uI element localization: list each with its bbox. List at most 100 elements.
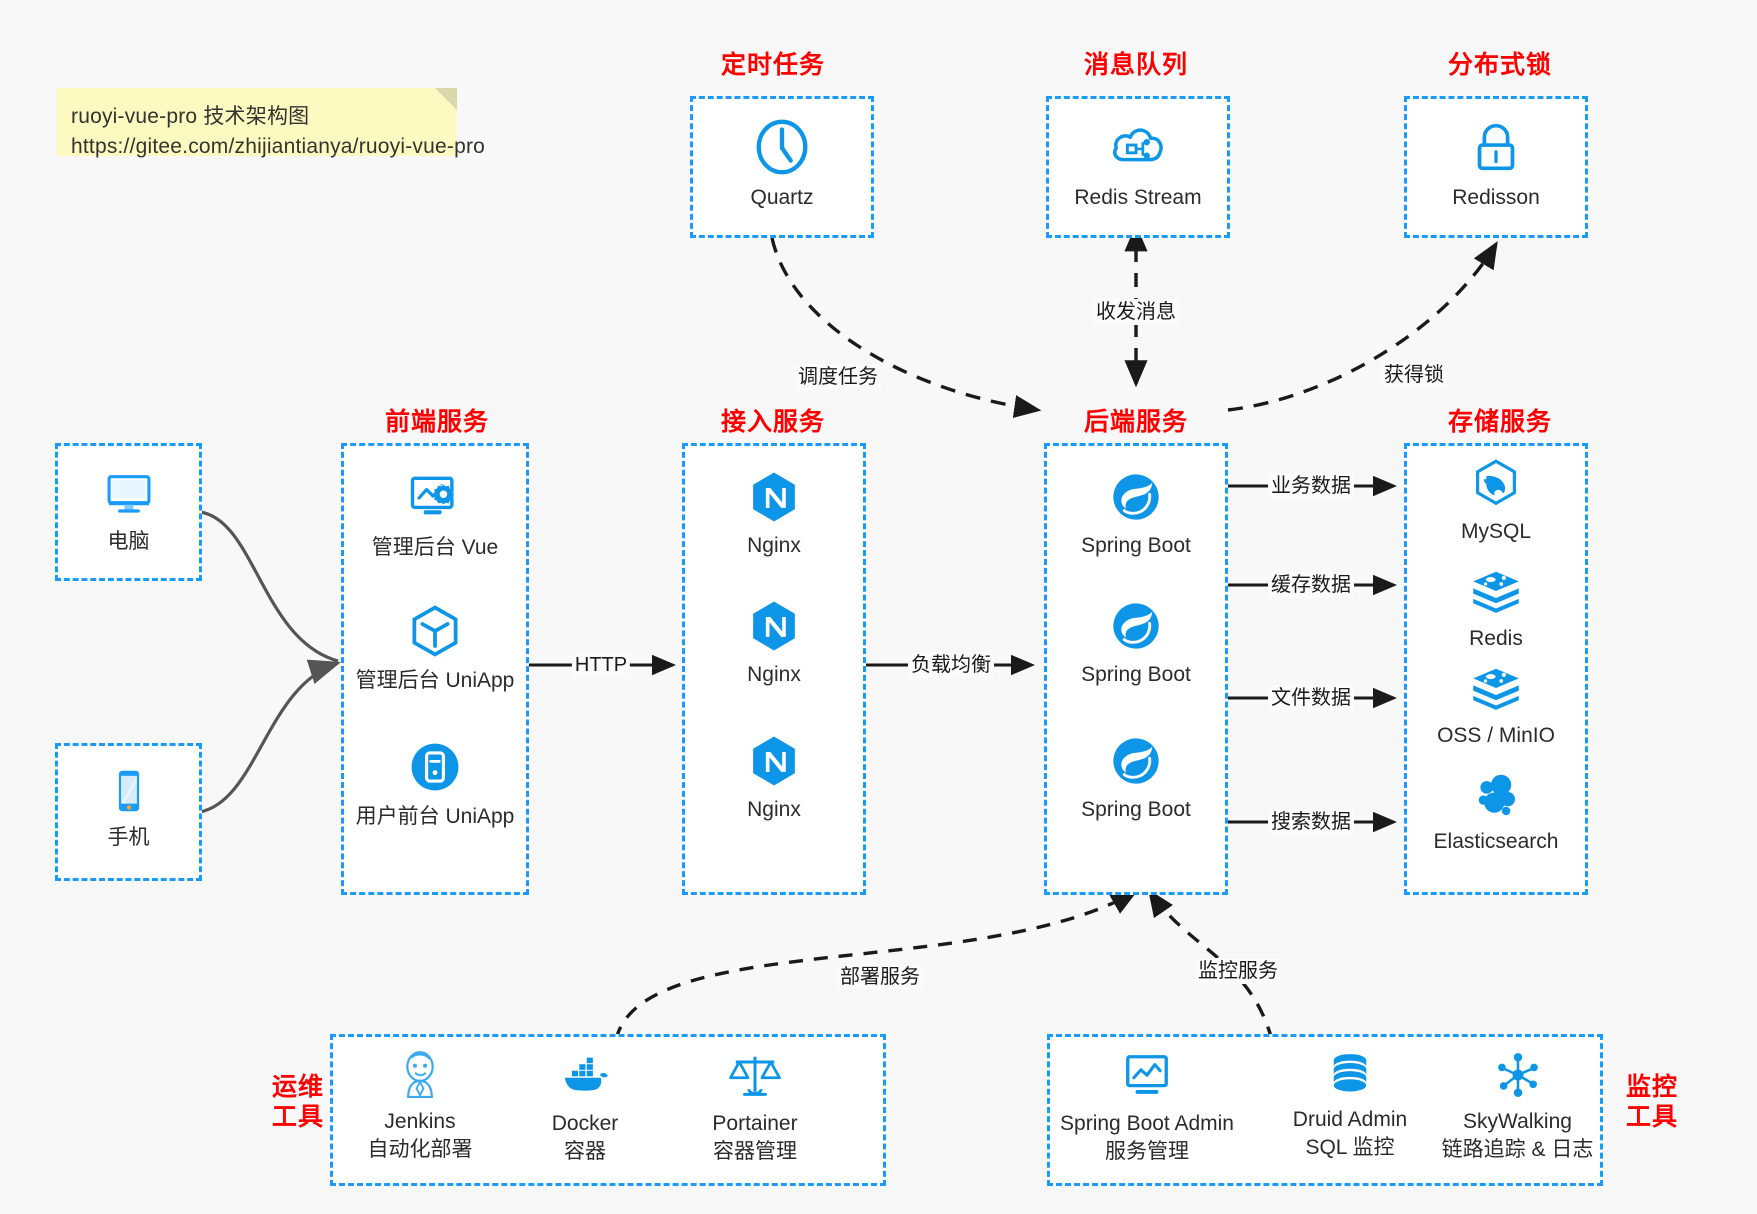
group-box-monitoring [1047, 1034, 1603, 1186]
node-jenkins[interactable]: Jenkins 自动化部署 [340, 1048, 500, 1163]
group-title-distributed-lock: 分布式锁 [1447, 51, 1552, 79]
node-admin-uniapp[interactable]: 管理后台 UniApp [341, 601, 529, 695]
skywalking-nodes-icon [1491, 1048, 1545, 1102]
node-label-redis-stream: Redis Stream [1074, 186, 1202, 209]
node-sublabel-spring-boot-admin: 服务管理 [1105, 1139, 1189, 1163]
node-nginx-2[interactable]: Nginx [682, 597, 866, 689]
edge-label-get-lock: 获得锁 [1381, 362, 1447, 388]
edge-label-schedule: 调度任务 [795, 364, 881, 390]
node-redis-stream[interactable]: Redis Stream [1046, 116, 1230, 212]
monitor-chart-icon [1119, 1048, 1175, 1104]
node-docker[interactable]: Docker 容器 [505, 1048, 665, 1165]
node-sublabel-portainer: 容器管理 [713, 1139, 797, 1163]
edge-label-messages: 收发消息 [1093, 299, 1179, 325]
node-sublabel-jenkins: 自动化部署 [367, 1137, 473, 1161]
node-nginx-3[interactable]: Nginx [682, 732, 866, 824]
group-box-devops [330, 1034, 886, 1186]
redis-stack-icon [1468, 563, 1524, 619]
node-druid-admin[interactable]: Druid Admin SQL 监控 [1265, 1048, 1435, 1161]
group-title-scheduled-task: 定时任务 [720, 51, 825, 79]
edge-label-http: HTTP [571, 652, 631, 678]
node-oss-minio[interactable]: OSS / MinIO [1404, 660, 1588, 750]
elasticsearch-icon [1469, 768, 1523, 822]
node-label-user-uniapp: 用户前台 UniApp [355, 805, 515, 828]
node-springboot-2[interactable]: Spring Boot [1044, 597, 1228, 689]
group-title-devops-line2: 工具 [271, 1102, 324, 1131]
node-portainer[interactable]: Portainer 容器管理 [675, 1048, 835, 1165]
node-label-redis: Redis [1469, 627, 1523, 650]
cube-icon [405, 601, 465, 661]
node-sublabel-druid-admin: SQL 监控 [1305, 1135, 1395, 1159]
node-elasticsearch[interactable]: Elasticsearch [1404, 768, 1588, 856]
node-label-springboot-3: Spring Boot [1081, 798, 1191, 821]
edge-get-lock [1227, 241, 1498, 412]
note-line-title: ruoyi-vue-pro 技术架构图 [71, 105, 310, 128]
node-label-redisson: Redisson [1452, 186, 1540, 209]
group-box-phone [55, 743, 202, 881]
edge-label-deploy: 部署服务 [837, 964, 923, 990]
node-label-oss-minio: OSS / MinIO [1437, 724, 1555, 747]
node-redis[interactable]: Redis [1404, 563, 1588, 653]
group-box-frontend [341, 443, 529, 895]
node-sublabel-docker: 容器 [564, 1139, 606, 1163]
group-box-message-queue [1046, 96, 1230, 238]
edge-label-search-data: 搜索数据 [1268, 809, 1354, 835]
edge-label-monitor: 监控服务 [1195, 958, 1281, 984]
edge-label-biz-data: 业务数据 [1268, 473, 1354, 499]
edge-label-cache-data: 缓存数据 [1268, 572, 1354, 598]
node-label-elasticsearch: Elasticsearch [1433, 830, 1559, 853]
group-title-devops: 运维 工具 [259, 1073, 337, 1132]
node-label-quartz: Quartz [750, 186, 814, 209]
group-title-storage: 存储服务 [1447, 408, 1552, 436]
node-skywalking[interactable]: SkyWalking 链路追踪 & 日志 [1430, 1048, 1605, 1163]
node-spring-boot-admin[interactable]: Spring Boot Admin 服务管理 [1047, 1048, 1247, 1165]
node-quartz[interactable]: Quartz [690, 116, 874, 212]
edge-label-file-data: 文件数据 [1268, 685, 1354, 711]
mysql-dolphin-icon [1468, 456, 1524, 512]
note-line-url: https://gitee.com/zhijiantianya/ruoyi-vu… [71, 134, 486, 158]
node-sublabel-skywalking: 链路追踪 & 日志 [1441, 1137, 1594, 1161]
node-label-jenkins: Jenkins [384, 1110, 456, 1133]
node-label-skywalking: SkyWalking [1463, 1110, 1572, 1133]
node-label-computer: 电脑 [107, 530, 150, 553]
node-computer[interactable]: 电脑 [55, 464, 202, 556]
node-admin-vue[interactable]: 管理后台 Vue [341, 468, 529, 562]
node-label-admin-vue: 管理后台 Vue [371, 536, 499, 559]
group-title-gateway: 接入服务 [720, 408, 825, 436]
node-label-spring-boot-admin: Spring Boot Admin [1060, 1112, 1234, 1135]
node-mysql[interactable]: MySQL [1404, 456, 1588, 546]
node-label-springboot-1: Spring Boot [1081, 534, 1191, 557]
mobile-icon [102, 764, 156, 818]
node-redisson[interactable]: Redisson [1404, 116, 1588, 212]
node-label-admin-uniapp: 管理后台 UniApp [355, 669, 515, 692]
sticky-note: ruoyi-vue-pro 技术架构图 https://gitee.com/zh… [57, 88, 485, 158]
dashboard-gear-icon [405, 468, 465, 528]
node-label-portainer: Portainer [712, 1112, 798, 1135]
group-title-monitoring: 监控 工具 [1613, 1073, 1691, 1132]
jenkins-butler-icon [393, 1048, 447, 1102]
node-label-mysql: MySQL [1460, 520, 1531, 543]
group-title-monitoring-line1: 监控 [1625, 1073, 1678, 1101]
nginx-icon [745, 732, 803, 790]
node-nginx-1[interactable]: Nginx [682, 468, 866, 560]
group-title-backend: 后端服务 [1083, 408, 1188, 436]
group-title-devops-line1: 运维 [271, 1073, 324, 1101]
node-springboot-1[interactable]: Spring Boot [1044, 468, 1228, 560]
group-title-frontend: 前端服务 [384, 408, 489, 436]
group-title-monitoring-line2: 工具 [1625, 1102, 1678, 1131]
spring-leaf-icon [1107, 597, 1165, 655]
node-user-uniapp[interactable]: 用户前台 UniApp [341, 737, 529, 831]
spring-leaf-icon [1107, 468, 1165, 526]
group-title-message-queue: 消息队列 [1083, 51, 1188, 79]
node-springboot-3[interactable]: Spring Boot [1044, 732, 1228, 824]
node-phone[interactable]: 手机 [55, 764, 202, 852]
node-label-nginx-3: Nginx [747, 798, 801, 821]
node-label-nginx-1: Nginx [747, 534, 801, 557]
node-label-druid-admin: Druid Admin [1292, 1108, 1408, 1131]
edge-computer-to-frontend [199, 510, 339, 663]
edge-phone-to-frontend [199, 659, 342, 814]
lock-icon [1465, 116, 1527, 178]
nginx-icon [745, 468, 803, 526]
node-label-nginx-2: Nginx [747, 663, 801, 686]
